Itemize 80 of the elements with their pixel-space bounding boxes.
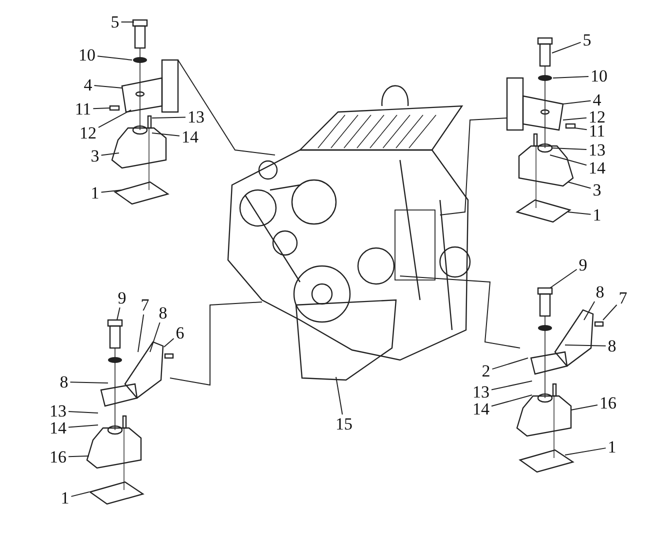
callout-number: 6 (176, 324, 184, 342)
leader-line (336, 376, 343, 415)
leader-line (70, 492, 90, 497)
callout-number: 13 (588, 142, 606, 158)
leader-line (564, 448, 606, 456)
callout-number: 9 (578, 256, 588, 274)
callout-number: 7 (140, 296, 150, 314)
callout-number: 1 (608, 438, 616, 456)
callout-number: 3 (90, 148, 100, 164)
leader-line (116, 307, 120, 320)
assembly-line (440, 118, 508, 216)
leader-line (68, 456, 90, 458)
callout-number: 8 (596, 284, 604, 300)
callout-number: 15 (336, 416, 352, 432)
callout-number: 10 (78, 46, 96, 64)
leader-line (100, 152, 120, 156)
callout-number: 2 (482, 362, 490, 380)
callout-number: 5 (110, 14, 120, 30)
callout-number: 1 (60, 490, 70, 506)
engine-mount-drawing (506, 37, 576, 223)
leader-line (550, 154, 587, 166)
callout-number: 13 (472, 384, 490, 400)
leader-line (552, 42, 582, 54)
leader-line (70, 382, 108, 384)
assembly-line (178, 60, 276, 156)
leader-line (568, 212, 592, 215)
callout-number: 8 (158, 304, 168, 322)
leader-line (92, 108, 110, 110)
callout-number: 1 (592, 206, 602, 224)
callout-number: 16 (600, 394, 616, 412)
callout-number: 10 (590, 68, 608, 84)
leader-line (552, 76, 589, 78)
leader-line (570, 404, 598, 410)
leader-line (152, 132, 180, 136)
leader-line (97, 56, 132, 60)
leader-line (568, 182, 592, 189)
callout-number: 16 (50, 448, 66, 466)
leader-line (574, 128, 588, 130)
callout-number: 12 (588, 108, 606, 126)
leader-line (562, 117, 587, 120)
callout-number: 11 (588, 122, 606, 140)
callout-number: 12 (80, 124, 96, 142)
callout-number: 14 (50, 420, 66, 436)
callout-number: 13 (188, 108, 204, 126)
callout-number: 8 (608, 338, 616, 354)
callout-number: 9 (118, 290, 126, 306)
leader-line (564, 344, 606, 346)
callout-number: 11 (74, 100, 92, 118)
leader-line (94, 85, 122, 88)
callout-number: 3 (592, 182, 602, 198)
assembly-line (170, 302, 262, 386)
leader-line (562, 100, 592, 104)
callout-number: 4 (84, 76, 92, 94)
assembly-line (400, 276, 520, 348)
leader-line (150, 322, 160, 352)
callout-number: 14 (182, 128, 198, 146)
leader-line (152, 116, 186, 118)
leader-line (552, 148, 587, 150)
leader-line (584, 301, 596, 320)
callout-number: 8 (60, 374, 68, 390)
leader-line (68, 411, 98, 414)
leader-line (491, 394, 532, 407)
leader-line (550, 268, 578, 288)
leader-line (68, 424, 98, 428)
callout-number: 4 (592, 92, 602, 108)
leader-line (98, 110, 132, 128)
callout-number: 13 (50, 402, 66, 420)
leader-line (100, 190, 122, 193)
callout-number: 14 (472, 400, 490, 418)
callout-number: 7 (618, 290, 628, 306)
leader-line (491, 380, 532, 390)
callout-number: 14 (588, 160, 606, 176)
engine-mount-drawing (86, 319, 174, 505)
callout-number: 5 (582, 32, 592, 48)
leader-line (492, 358, 528, 370)
leader-line (164, 338, 174, 348)
engine-drawing (227, 85, 471, 381)
callout-number: 1 (90, 184, 100, 202)
leader-line (602, 304, 618, 320)
leader-line (138, 314, 144, 352)
